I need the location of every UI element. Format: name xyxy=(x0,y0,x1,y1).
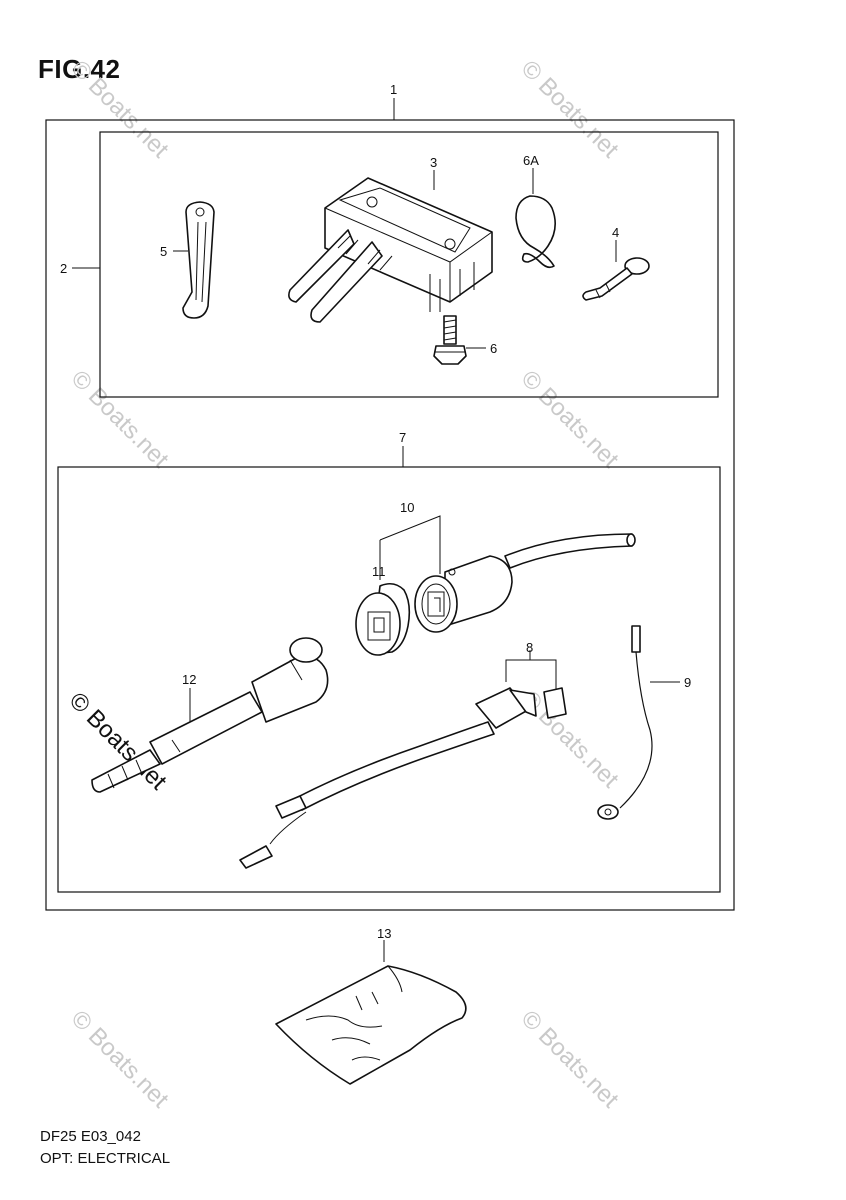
part-3-regulator xyxy=(288,177,493,323)
callout-12: 12 xyxy=(182,672,196,687)
watermark: © Boats.net xyxy=(516,365,624,473)
figure-caption: OPT: ELECTRICAL xyxy=(40,1150,171,1167)
part-5-bracket xyxy=(182,201,215,319)
callout-1: 1 xyxy=(390,82,397,97)
part-4-sensor xyxy=(582,257,650,301)
figure-title: FIG.42 xyxy=(38,54,121,84)
callout-2: 2 xyxy=(60,261,67,276)
callout-7: 7 xyxy=(399,430,406,445)
part-9-ground-lead xyxy=(597,625,653,820)
callout-9: 9 xyxy=(684,675,691,690)
watermark: © Boats.net xyxy=(66,55,174,163)
callout-6: 6 xyxy=(490,341,497,356)
part-6a-clip xyxy=(515,195,556,269)
callout-10: 10 xyxy=(400,500,414,515)
part-8-harness xyxy=(239,687,567,869)
part-10-connector xyxy=(414,533,636,633)
callout-5: 5 xyxy=(160,244,167,259)
watermark: © Boats.net xyxy=(66,1005,174,1113)
part-6-bolt xyxy=(433,315,467,365)
watermark: © Boats.net xyxy=(516,55,624,163)
figure-code: DF25 E03_042 xyxy=(40,1128,141,1145)
kit-frame-upper xyxy=(99,131,719,398)
callout-3: 3 xyxy=(430,155,437,170)
watermark: © Boats.net xyxy=(516,1005,624,1113)
part-12-cable xyxy=(91,637,329,793)
callout-11: 11 xyxy=(372,564,386,579)
kit-frame-lower xyxy=(57,466,721,893)
part-13-bag xyxy=(275,965,467,1085)
part-11-connector-cap xyxy=(355,582,411,656)
callout-6a: 6A xyxy=(523,153,539,168)
kit-frame-outer xyxy=(45,119,735,911)
watermark: © Boats.net xyxy=(66,365,174,473)
callout-8: 8 xyxy=(526,640,533,655)
callout-13: 13 xyxy=(377,926,391,941)
callout-4: 4 xyxy=(612,225,619,240)
